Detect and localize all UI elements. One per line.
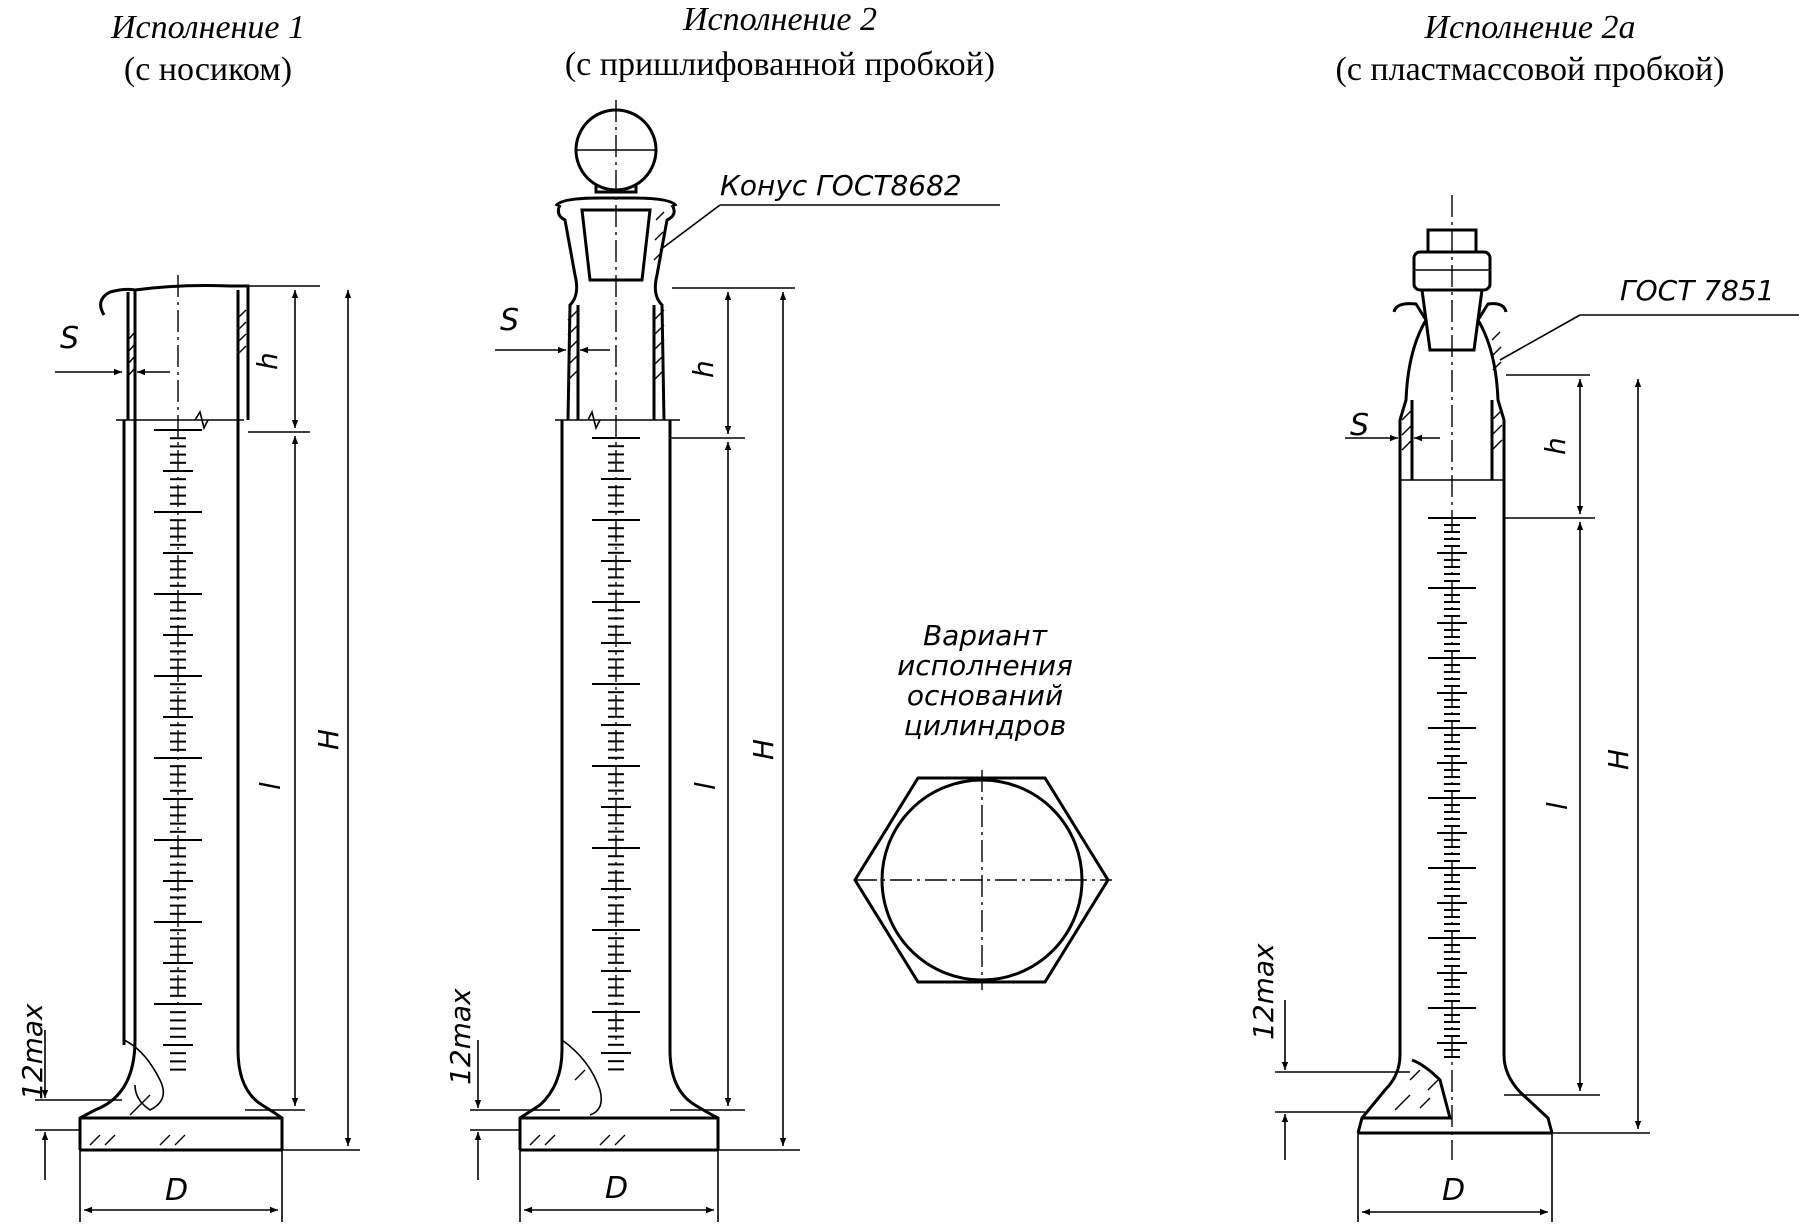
dim-h-1: h xyxy=(251,352,284,370)
dim-D-2a: D xyxy=(1442,1173,1465,1208)
graduation-scale-2 xyxy=(592,437,640,1071)
dim-H-1: H xyxy=(312,729,345,750)
dim-D-2: D xyxy=(605,1171,628,1206)
dim-12max-1: 12max xyxy=(16,1003,49,1100)
variant-2-subtitle: (с пришлифованной пробкой) xyxy=(565,46,995,83)
cylinder-variant-2a: ГОСТ 7851 S h l H 12max D xyxy=(1247,195,1799,1222)
dim-l-1: l xyxy=(254,782,287,790)
variant-1-title: Исполнение 1 xyxy=(110,9,305,46)
dim-D-1: D xyxy=(165,1173,188,1208)
variant-2a-subtitle: (с пластмассовой пробкой) xyxy=(1336,51,1725,88)
base-variant: Вариант исполнения оснований цилиндров xyxy=(853,619,1112,990)
base-variant-line-1: Вариант xyxy=(923,619,1048,652)
cylinder-variant-1: S h l H 12max D xyxy=(16,275,360,1222)
dim-H-2: H xyxy=(747,739,780,760)
base-variant-line-4: цилиндров xyxy=(904,709,1066,742)
dim-l-2a: l xyxy=(1541,802,1574,810)
variant-1-subtitle: (с носиком) xyxy=(124,51,292,88)
cone-callout: Конус ГОСТ8682 xyxy=(720,169,962,202)
cylinder-variant-2: Конус ГОСТ8682 S h l H 12max D xyxy=(444,100,1000,1222)
dim-h-2: h xyxy=(687,360,720,378)
dim-h-2a: h xyxy=(1539,437,1572,455)
dim-s-1: S xyxy=(60,321,79,356)
dim-s-2: S xyxy=(500,303,519,338)
dim-12max-2: 12max xyxy=(444,988,477,1085)
dim-12max-2a: 12max xyxy=(1247,943,1280,1040)
gost-callout: ГОСТ 7851 xyxy=(1620,274,1774,307)
variant-2-title: Исполнение 2 xyxy=(682,1,877,38)
graduation-scale-1 xyxy=(154,429,202,1071)
dim-s-2a: S xyxy=(1350,408,1369,443)
graduation-scale-2a xyxy=(1428,517,1476,1058)
variant-2a-title: Исполнение 2а xyxy=(1423,9,1635,46)
base-variant-line-3: оснований xyxy=(907,679,1063,712)
dim-l-2: l xyxy=(689,782,722,790)
base-variant-line-2: исполнения xyxy=(897,649,1073,682)
dim-H-2a: H xyxy=(1602,749,1635,770)
